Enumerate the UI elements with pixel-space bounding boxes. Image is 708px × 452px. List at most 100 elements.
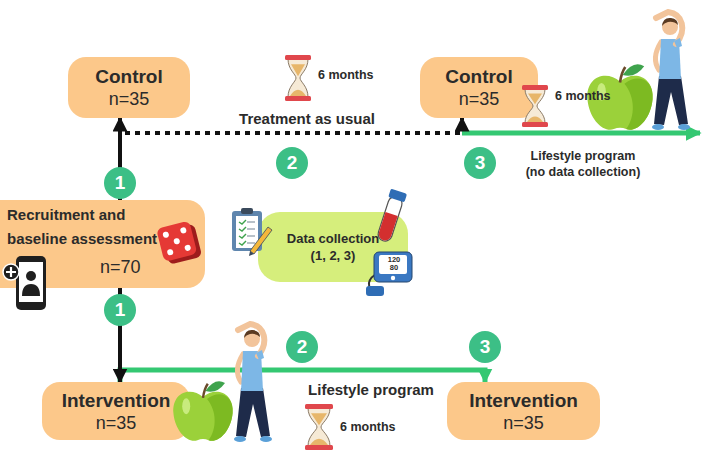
node-count: n=70 [100, 256, 141, 278]
node-title: Control [445, 65, 513, 88]
step-number: 1 [104, 294, 136, 326]
group-box: Controln=35 [420, 57, 538, 118]
tube-cap [388, 189, 407, 203]
person-shoe [234, 436, 246, 442]
apple-body [587, 76, 652, 130]
circle-fill [276, 147, 308, 179]
check-mark [239, 234, 246, 238]
data-collection-box: Data collection (1, 2, 3) [258, 212, 408, 282]
duration-label: 6 months [340, 420, 396, 436]
plus-badge [3, 264, 19, 280]
group-box: Interventionn=35 [42, 382, 190, 440]
apple-highlight [597, 83, 606, 101]
step-number: 2 [286, 331, 318, 363]
node-title: Intervention [469, 389, 578, 412]
edge-label: Treatment as usual [239, 110, 375, 127]
person-hair [662, 18, 678, 26]
hourglass-sand [291, 64, 305, 76]
person-shoe [260, 436, 272, 442]
plus-sign [6, 267, 16, 277]
node-count: n=35 [459, 88, 500, 110]
exercising-person [234, 324, 272, 442]
edge-label: Lifestyle program [308, 381, 434, 398]
pencil-tip [249, 251, 254, 256]
hourglass-sand [528, 93, 542, 104]
dice-icon [156, 220, 202, 266]
check-mark [239, 241, 246, 245]
phone-body [16, 256, 46, 310]
clipboard-board [232, 211, 262, 251]
tube-blood [377, 212, 398, 242]
person-shirt [241, 351, 263, 391]
step-number: 3 [469, 331, 501, 363]
check-mark [239, 220, 246, 224]
dice-dot [173, 238, 180, 245]
hourglass-glass [308, 408, 330, 446]
circle-fill [469, 331, 501, 363]
monitor-screen [379, 255, 407, 274]
hourglass-cap [285, 96, 311, 101]
duration-label: 6 months [318, 68, 374, 84]
monitor-body [374, 252, 412, 282]
dice-face [156, 221, 197, 262]
clipboard-clip [241, 208, 253, 214]
person-head [244, 331, 260, 347]
hourglass-cap [305, 445, 333, 450]
hourglass-icon [305, 404, 333, 450]
hourglass-sand [527, 117, 543, 122]
group-box: Interventionn=35 [447, 382, 600, 440]
dice-dot [162, 231, 169, 238]
check-mark [239, 227, 246, 231]
step-number: 3 [464, 147, 496, 179]
monitor-button [391, 276, 395, 280]
step-number: 2 [276, 147, 308, 179]
person-pants [236, 388, 270, 437]
node-count: n=35 [109, 88, 150, 110]
screen-reading: 120 [382, 256, 406, 264]
apple-icon [587, 64, 652, 130]
hourglass-cap [522, 85, 548, 90]
hourglass-cap [522, 122, 548, 127]
apple-icon [173, 381, 232, 441]
step-number-text: 2 [276, 147, 308, 179]
test-tube-icon [375, 189, 407, 244]
hourglass-cap [305, 404, 333, 409]
group-box: Controln=35 [68, 57, 190, 118]
person-arm [238, 324, 264, 356]
apple-stem [620, 67, 625, 82]
hourglass-sand [311, 413, 327, 425]
tube-glass [376, 195, 404, 243]
start-box: Recruitment and baseline assessment n=70 [0, 200, 205, 288]
phone-icon [3, 256, 46, 310]
step-number-text: 2 [286, 331, 318, 363]
data-collection-text: Data collection (1, 2, 3) [284, 230, 382, 264]
person-arm [655, 42, 661, 70]
screen-reading: 80 [382, 264, 406, 272]
clipboard-paper [236, 216, 258, 248]
node-title: Control [95, 65, 163, 88]
monitor-cuff [366, 286, 384, 296]
step-number-text: 1 [104, 167, 136, 199]
text-line [247, 235, 255, 236]
blood-pressure-monitor [366, 252, 412, 296]
apple-highlight [182, 398, 190, 414]
dice-dot [180, 227, 187, 234]
pencil [250, 227, 272, 254]
circle-fill [464, 147, 496, 179]
clipboard-icon [232, 208, 272, 256]
dice-dot [184, 244, 191, 251]
exercising-person [652, 12, 690, 130]
phone-screen [19, 262, 43, 302]
apple-stem [203, 384, 208, 398]
node-title: Recruitment and baseline assessment [7, 203, 169, 251]
apple-shade [624, 79, 652, 130]
duration-label: 6 months [555, 89, 611, 105]
hourglass-glass [288, 59, 308, 97]
person-sleeve [674, 38, 682, 48]
text-line [247, 228, 255, 229]
apple-body [173, 392, 232, 441]
person-arm [656, 12, 682, 44]
person-hair [244, 330, 260, 338]
text-line [247, 242, 255, 243]
